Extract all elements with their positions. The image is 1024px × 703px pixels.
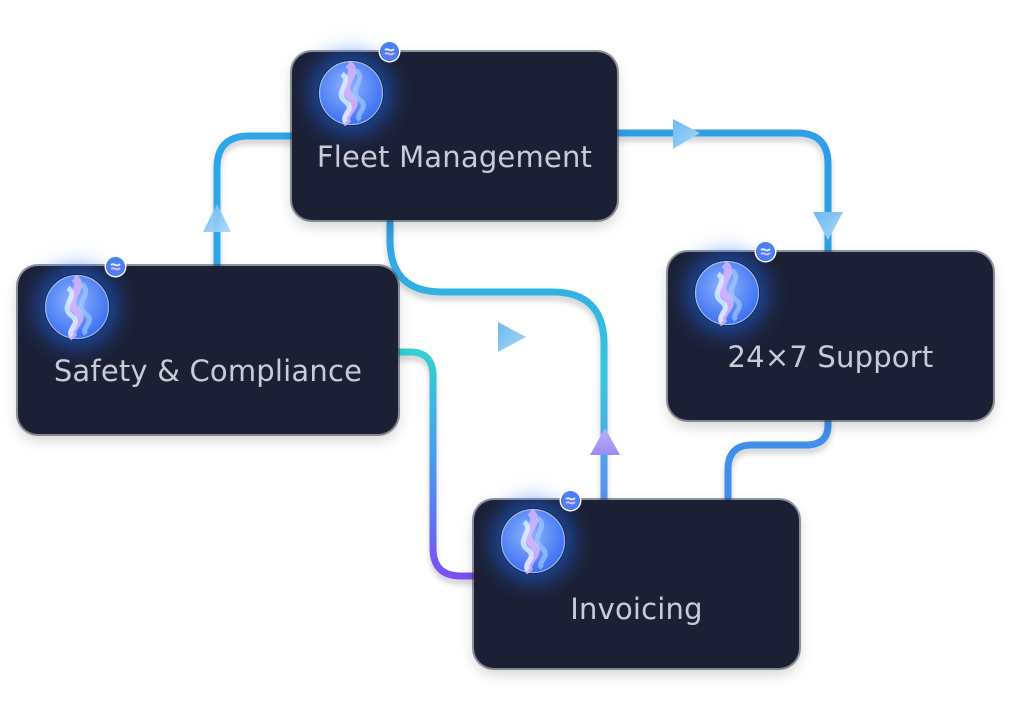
node-label: Safety & Compliance <box>53 354 363 388</box>
mini-swirl-badge-icon <box>106 257 125 276</box>
node-label: 24×7 Support <box>727 340 934 374</box>
edge-fleet-to-support <box>613 129 832 256</box>
mini-swirl-badge-icon <box>756 242 775 261</box>
edge-support-to-invoicing <box>724 416 832 504</box>
arrow-right-icon <box>673 119 700 149</box>
arrow-up-icon <box>203 204 231 232</box>
arrow-down-icon <box>813 212 843 240</box>
mini-swirl-badge-icon <box>380 42 399 61</box>
arrow-right-icon <box>498 322 526 352</box>
swirl-orb-icon <box>318 60 384 126</box>
arrow-up-icon <box>590 428 620 455</box>
mini-swirl-badge-icon <box>561 491 580 510</box>
edge-fleet-to-invoicing <box>386 218 608 504</box>
edge-safety-to-invoicing <box>394 348 478 580</box>
swirl-orb-icon <box>694 260 760 326</box>
node-invoicing[interactable]: Invoicing <box>474 491 799 668</box>
node-label: Fleet Management <box>316 140 593 174</box>
node-fleet-management[interactable]: Fleet Management <box>292 42 617 220</box>
node-label: Invoicing <box>570 592 703 626</box>
node-safety-compliance[interactable]: Safety & Compliance <box>18 257 398 434</box>
swirl-orb-icon <box>500 508 566 574</box>
swirl-orb-icon <box>44 274 110 340</box>
node-24x7-support[interactable]: 24×7 Support <box>668 242 993 420</box>
edge-safety-to-fleet <box>213 132 296 270</box>
